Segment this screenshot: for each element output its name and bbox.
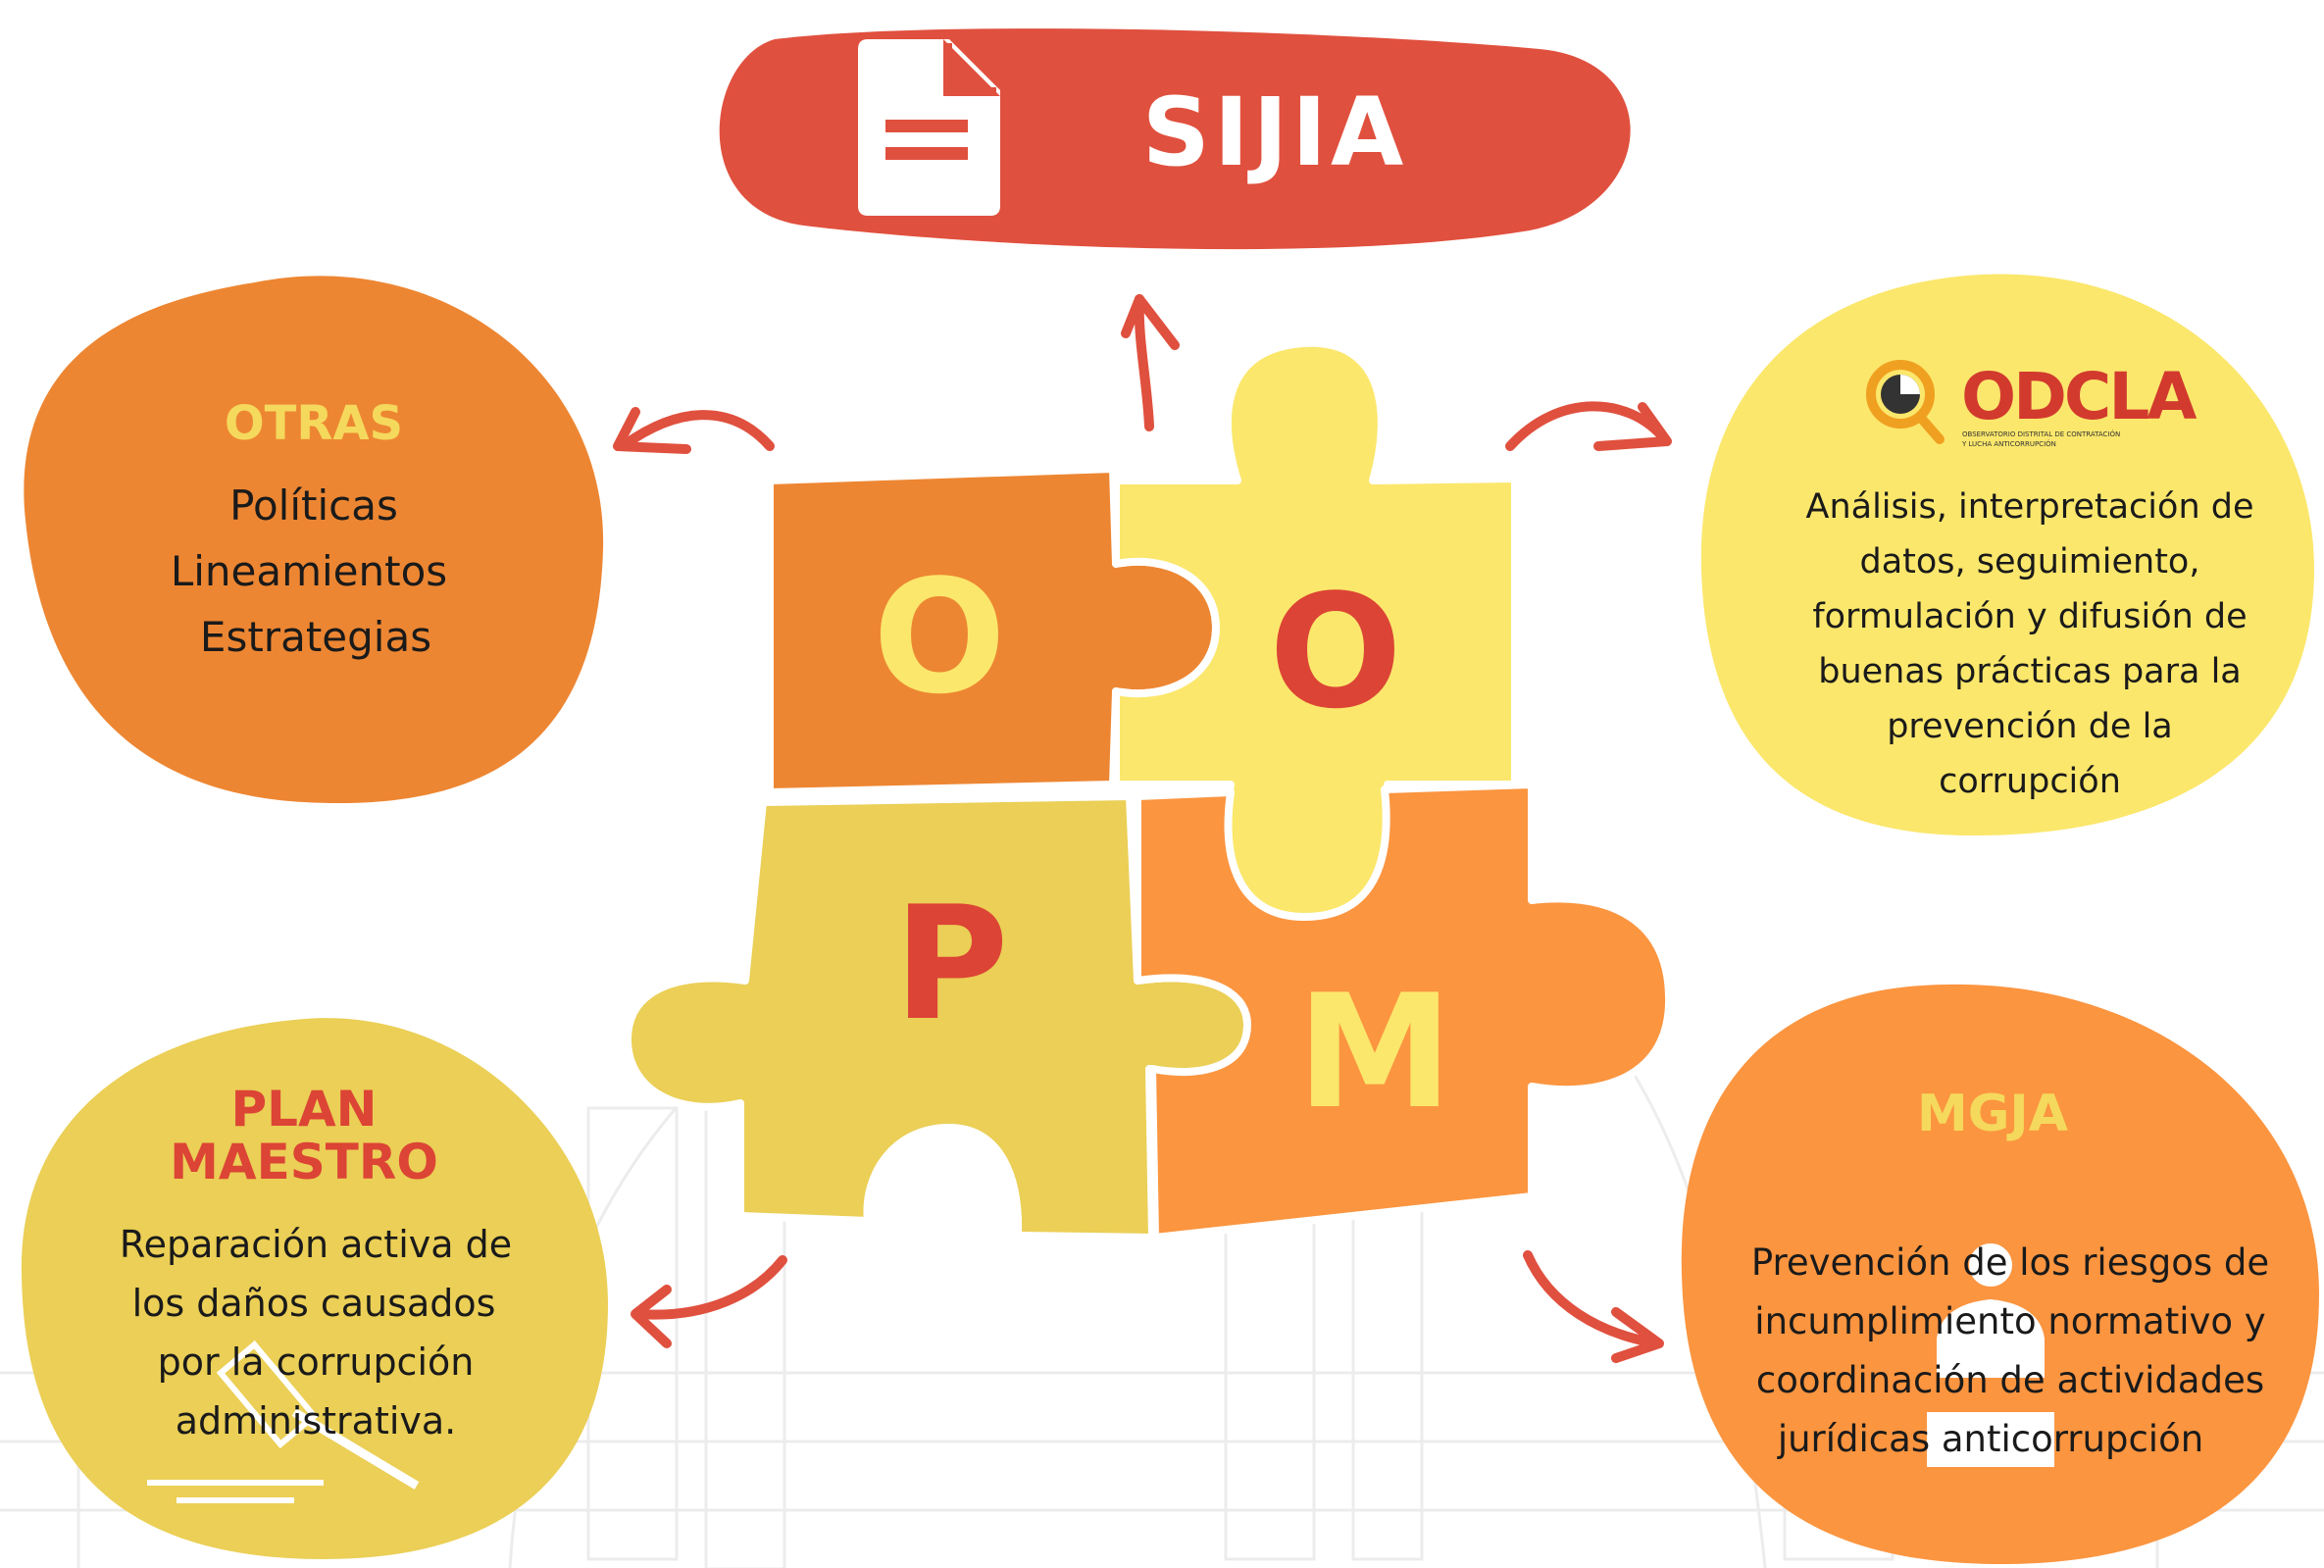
puzzle-piece-bottom-right	[1134, 781, 1674, 1241]
mgja-line-2: incumplimiento normativo y	[1754, 1300, 2265, 1342]
plan-maestro-title-2: MAESTRO	[170, 1134, 438, 1190]
odcla-line-5: prevención de la	[1887, 707, 2173, 746]
odcla-line-2: datos, seguimiento,	[1860, 542, 2200, 582]
arrow-to-sijia	[1121, 294, 1180, 431]
otras-line-2: Lineamientos	[171, 547, 447, 595]
puzzle-letter-o-2: O	[1269, 560, 1402, 743]
lawyer-icon	[1927, 1243, 2054, 1467]
plan-maestro-line-2: los daños causados	[132, 1282, 496, 1325]
gavel-icon	[147, 1340, 420, 1503]
otras-line-1: Políticas	[229, 481, 398, 530]
odcla-logo: ODCLA OBSERVATORIO DISTRITAL DE CONTRATA…	[1866, 359, 2199, 448]
plan-maestro-line-1: Reparación activa de	[120, 1223, 512, 1266]
mgja-line-1: Prevención de los riesgos de	[1751, 1241, 2269, 1284]
mgja-line-4: jurídicas anticorrupción	[1777, 1418, 2203, 1460]
sijia-title: SIJIA	[1142, 77, 1408, 187]
odcla-line-4: buenas prácticas para la	[1818, 652, 2242, 691]
odcla-line-1: Análisis, interpretación de	[1806, 487, 2254, 527]
odcla-logo-subtitle-1: OBSERVATORIO DISTRITAL DE CONTRATACIÓN	[1962, 430, 2120, 438]
mgja-title: MGJA	[1917, 1085, 2068, 1143]
otras-line-3: Estrategias	[200, 613, 431, 661]
arrow-to-odcla	[1505, 401, 1672, 451]
odcla-logo-subtitle-2: Y LUCHA ANTICORRUPCIÓN	[1961, 439, 2056, 448]
puzzle-letter-o-1: O	[873, 545, 1006, 729]
mgja-line-3: coordinación de actividades	[1756, 1359, 2264, 1401]
odcla-blob	[1700, 274, 2314, 836]
otras-title: OTRAS	[225, 396, 403, 451]
odcla-line-6: corrupción	[1939, 762, 2121, 801]
document-icon	[858, 39, 1000, 216]
arrows	[613, 294, 1672, 1363]
otras-blob	[24, 276, 604, 804]
puzzle-letter-m: M	[1296, 960, 1452, 1143]
arrow-to-otras	[613, 407, 775, 454]
plan-maestro-blob	[21, 1018, 608, 1559]
odcla-line-3: formulación y difusión de	[1812, 597, 2247, 636]
arrow-to-plan-maestro	[631, 1255, 787, 1348]
puzzle	[624, 338, 1674, 1241]
odcla-logo-text: ODCLA	[1961, 359, 2197, 434]
arrow-to-mgja	[1523, 1250, 1664, 1363]
plan-maestro-line-4: administrativa.	[176, 1399, 457, 1442]
plan-maestro-title-1: PLAN	[230, 1081, 377, 1138]
plan-maestro-line-3: por la corrupción	[158, 1340, 475, 1384]
puzzle-letter-p: P	[893, 872, 1008, 1055]
